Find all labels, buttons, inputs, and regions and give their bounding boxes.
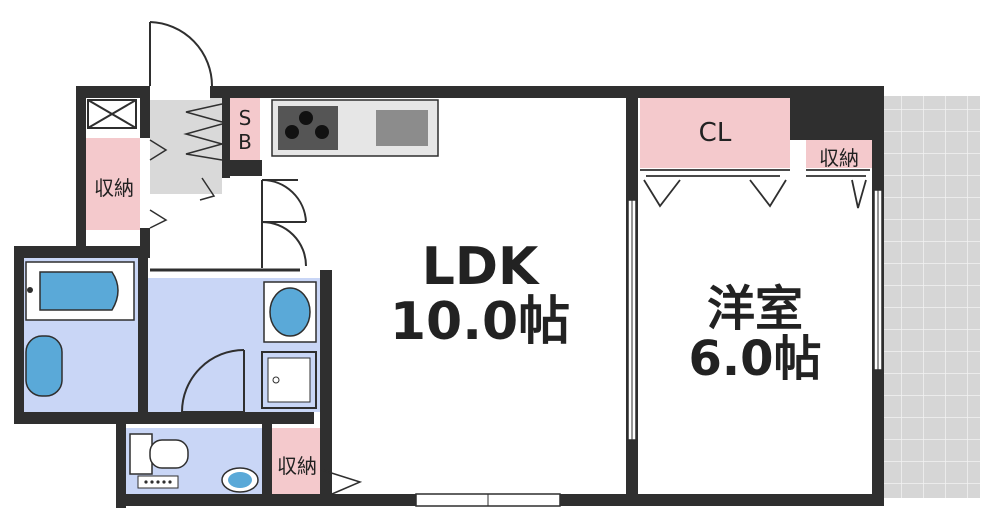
sb-label-b: B bbox=[238, 130, 252, 154]
hall-doors[interactable] bbox=[150, 178, 307, 272]
meter-box bbox=[87, 99, 137, 129]
closet-fill bbox=[640, 98, 790, 168]
front-door-gap bbox=[150, 84, 210, 100]
kitchen-counter bbox=[271, 99, 439, 157]
western-size: 6.0帖 bbox=[688, 331, 822, 388]
storage-left-doors[interactable] bbox=[149, 139, 168, 229]
storage-bedroom-fill bbox=[806, 140, 872, 168]
closet-label: CL bbox=[698, 118, 732, 148]
toilet bbox=[129, 433, 259, 493]
sb-label-s: S bbox=[238, 106, 252, 130]
storage-bottom-label: 収納 bbox=[277, 454, 317, 478]
western-label: 洋室 6.0帖 bbox=[650, 284, 860, 385]
ldk-label: LDK 10.0帖 bbox=[360, 240, 600, 349]
ldk-name: LDK bbox=[421, 237, 539, 297]
storage-bottom-fill bbox=[272, 428, 322, 494]
washing-machine-pan bbox=[261, 351, 317, 409]
washroom-door[interactable] bbox=[181, 349, 245, 413]
balcony bbox=[884, 96, 980, 498]
closet-doors[interactable] bbox=[640, 169, 870, 209]
front-door[interactable] bbox=[149, 21, 213, 87]
bathtub bbox=[25, 261, 135, 397]
storage-left-label: 収納 bbox=[94, 176, 134, 200]
shoe-box-doors bbox=[183, 103, 223, 201]
ldk-size: 10.0帖 bbox=[389, 291, 571, 352]
storage-bedroom-label: 収納 bbox=[819, 146, 859, 170]
bottom-storage-door[interactable] bbox=[321, 469, 363, 495]
storage-left-fill bbox=[86, 138, 140, 230]
western-name: 洋室 bbox=[706, 281, 803, 337]
wash-basin bbox=[263, 281, 317, 343]
storage-sb-fill bbox=[230, 98, 260, 160]
entrance-floor bbox=[150, 96, 222, 194]
